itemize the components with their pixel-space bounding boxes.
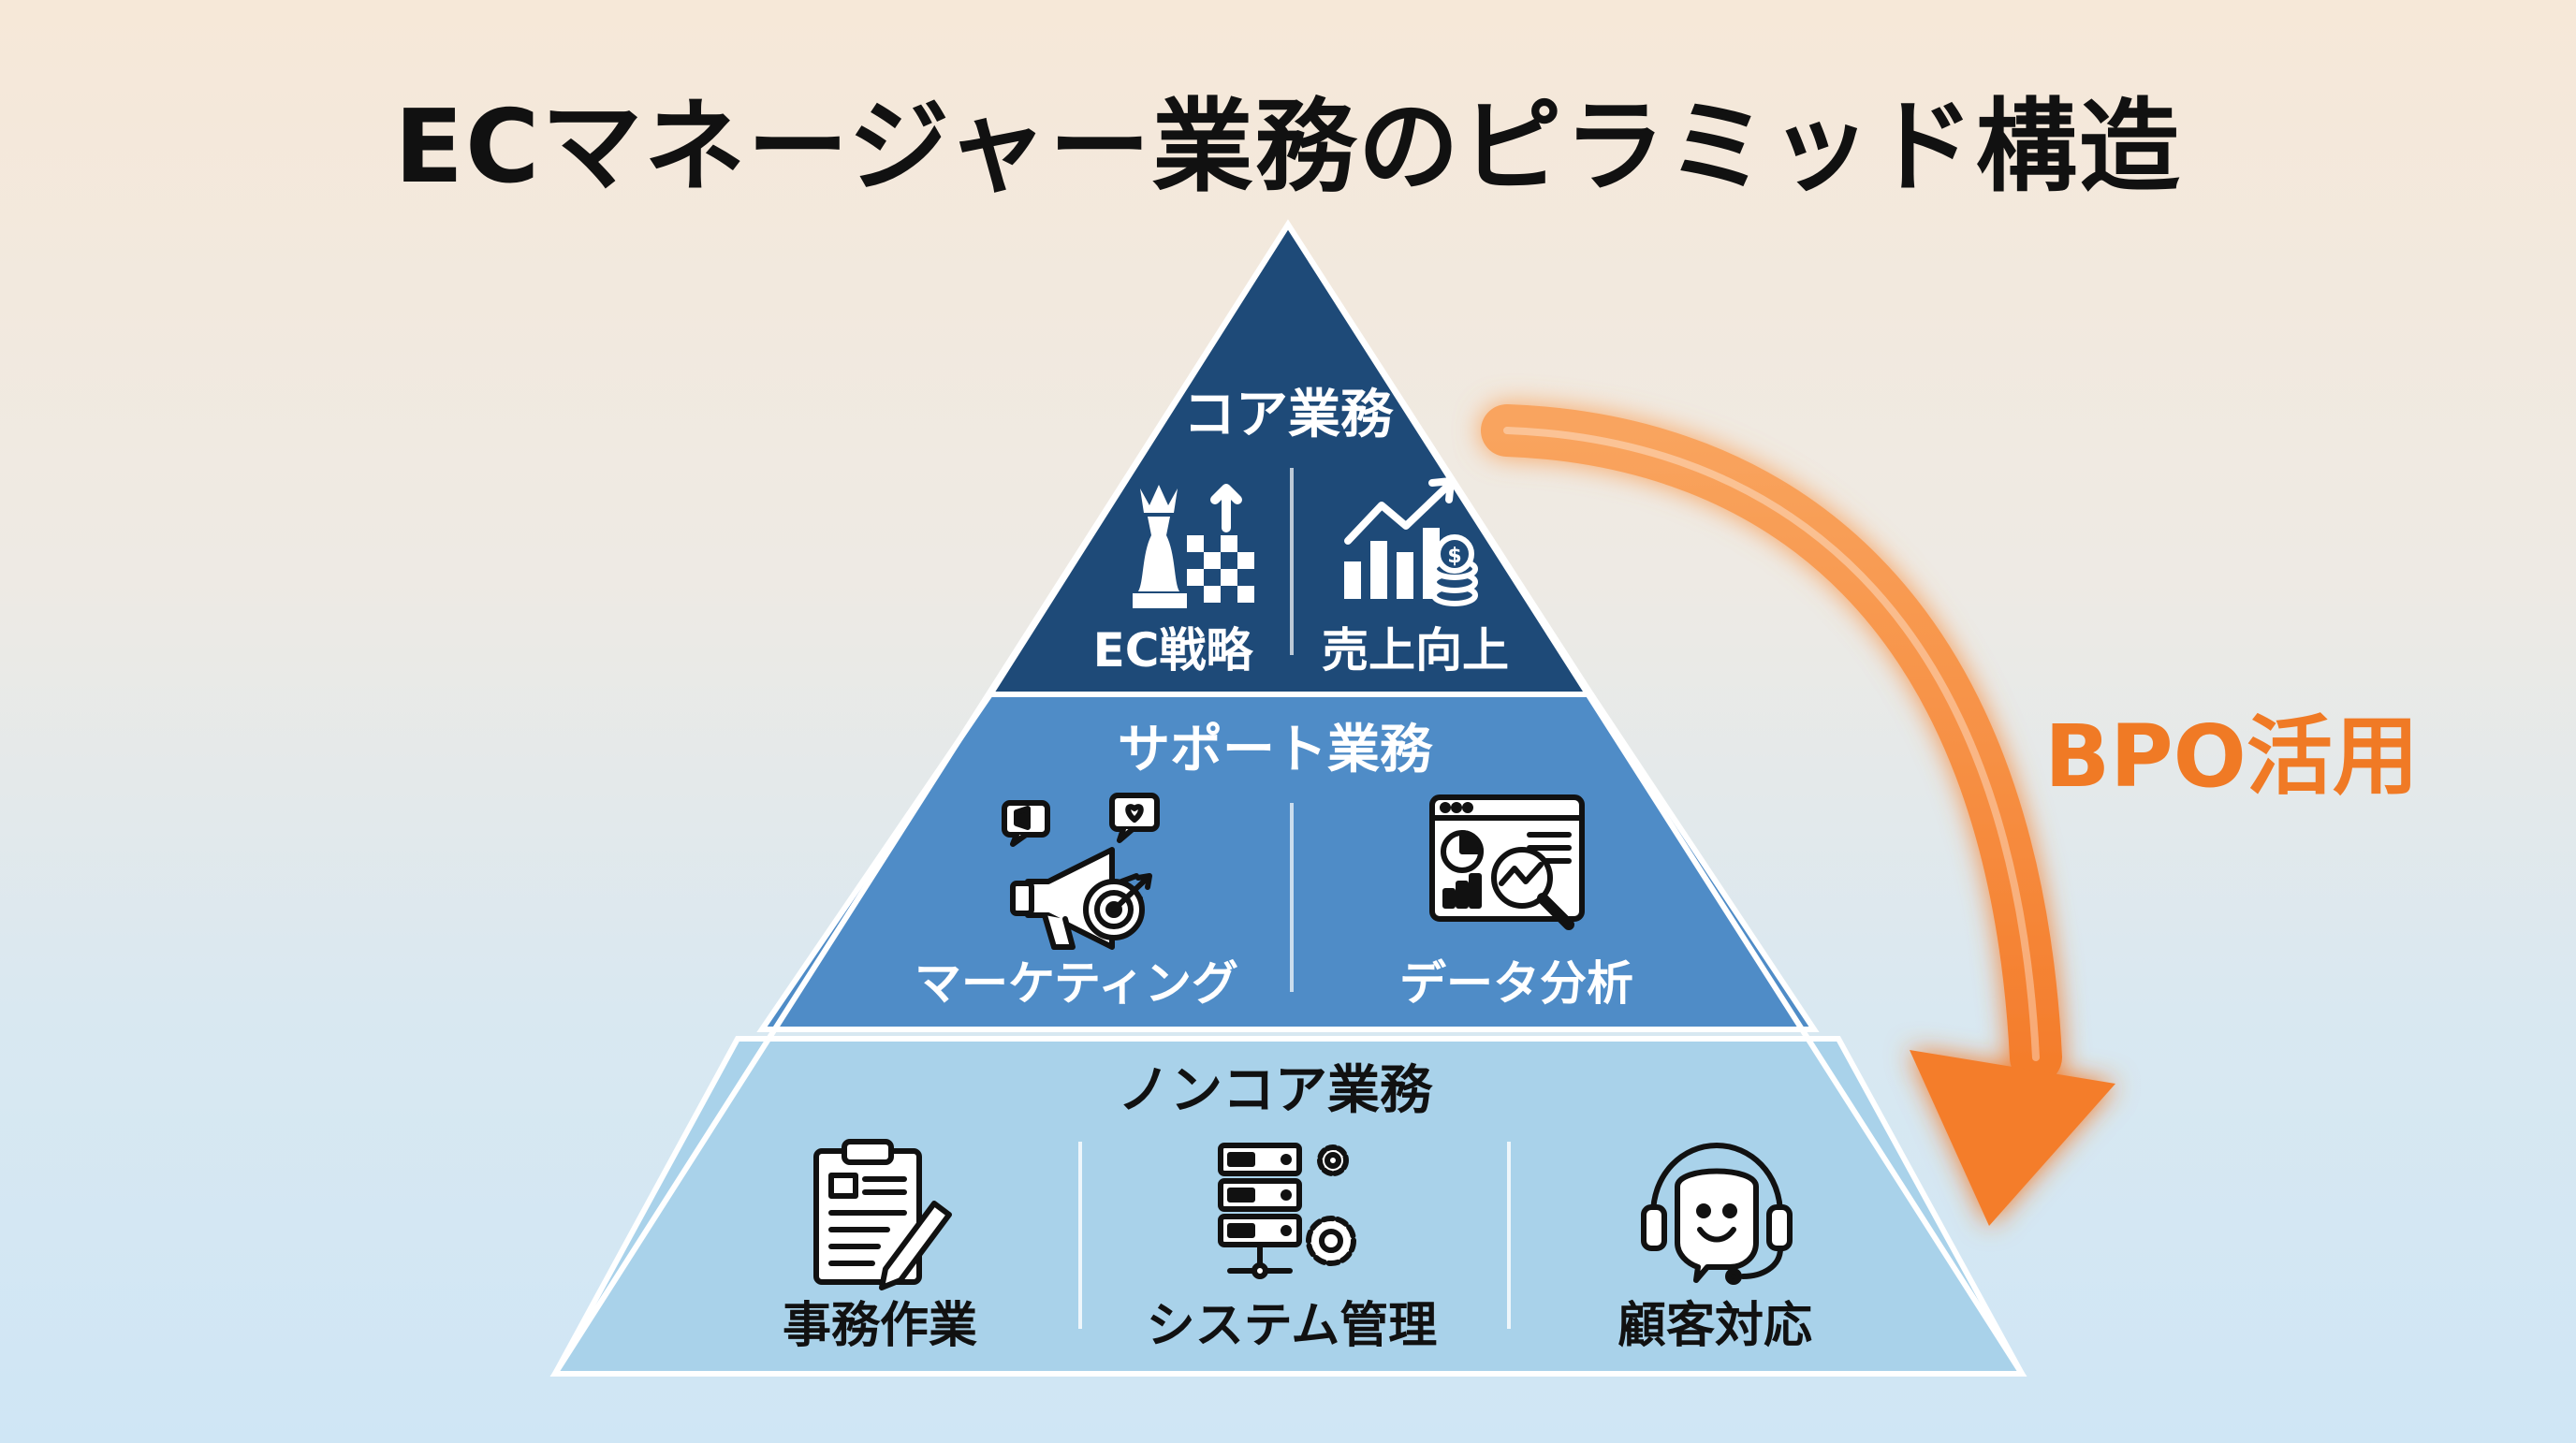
bpo-label: BPO活用 [2044, 707, 2419, 807]
headset-smile-icon [1641, 1143, 1793, 1285]
support-item-data-analysis: データ分析 [1399, 956, 1633, 1011]
support-item-marketing: マーケティング [915, 956, 1238, 1011]
support-title: サポート業務 [1118, 720, 1433, 780]
noncore-item-system-management: システム管理 [1147, 1298, 1437, 1354]
server-gear-icon [1218, 1143, 1356, 1279]
sales-growth-chart-icon: $ [1344, 477, 1478, 606]
megaphone-target-icon [1002, 793, 1160, 950]
core-item-sales-growth: 売上向上 [1322, 623, 1509, 678]
core-item-ec-strategy: EC戦略 [1093, 623, 1254, 678]
svg-text:$: $ [1447, 545, 1461, 568]
noncore-title: ノンコア業務 [1118, 1060, 1433, 1121]
pyramid-outline [549, 219, 2027, 1377]
clipboard-pen-icon [813, 1139, 952, 1290]
data-analysis-magnifier-icon [1429, 794, 1585, 930]
core-title: コア業務 [1183, 385, 1394, 445]
noncore-item-office-work: 事務作業 [783, 1298, 977, 1354]
chess-strategy-icon [1133, 484, 1254, 608]
noncore-item-customer-support: 顧客対応 [1617, 1298, 1812, 1354]
page-title: ECマネージャー業務のピラミッド構造 [394, 89, 2182, 206]
curved-down-arrow-icon [1481, 404, 2115, 1226]
